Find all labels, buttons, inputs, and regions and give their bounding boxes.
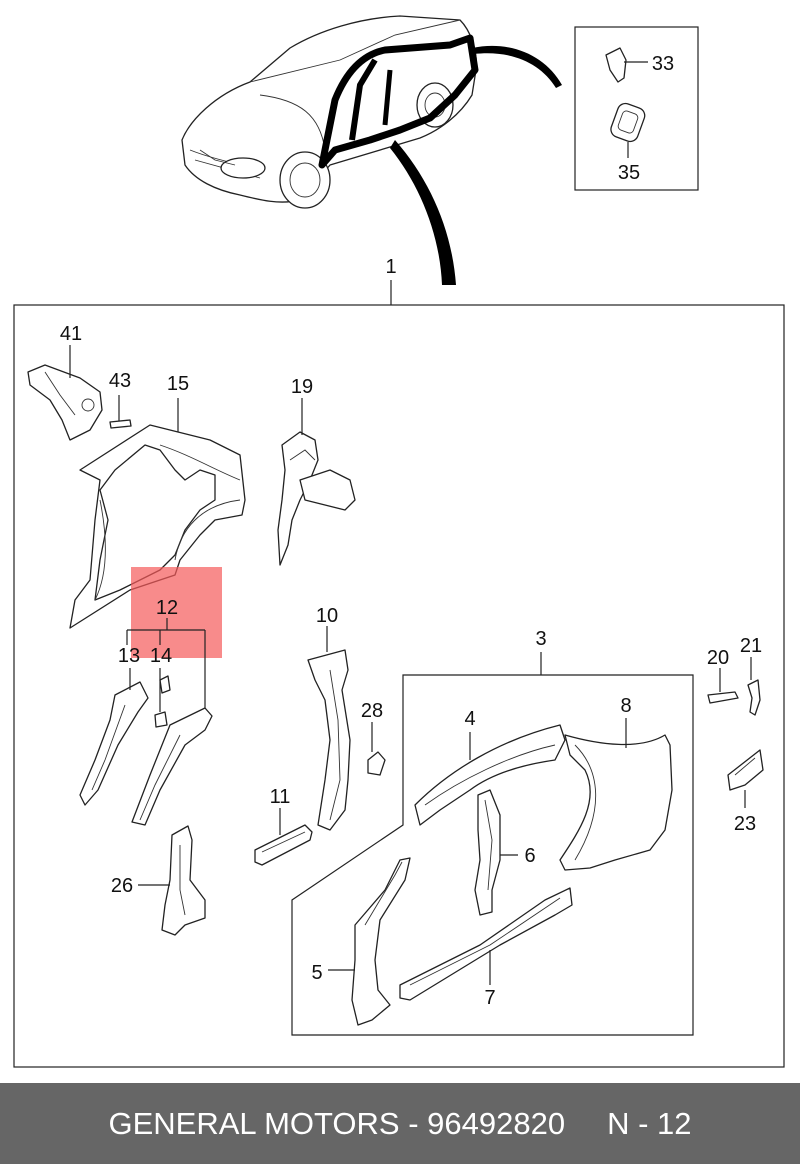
- part-21-shape: [747, 657, 761, 716]
- label-14: 14: [150, 645, 172, 667]
- label-8: 8: [620, 695, 631, 717]
- parts-diagram: 1 3 4 5 6 7 8 10 11 12 13 14 15 19 20 21…: [13, 15, 785, 1068]
- part-28-shape: [367, 722, 386, 776]
- part-10-shape: [307, 626, 351, 831]
- label-23: 23: [734, 813, 756, 835]
- part-12-bracket: [126, 618, 206, 708]
- label-3: 3: [535, 628, 546, 650]
- label-15: 15: [167, 373, 189, 395]
- label-41: 41: [60, 323, 82, 345]
- footer-bar: GENERAL MOTORS - 96492820 N - 12: [0, 1083, 800, 1164]
- swoosh-line-right: [472, 45, 562, 88]
- part-41-shape: [27, 345, 103, 441]
- label-1: 1: [385, 256, 396, 278]
- label-4: 4: [464, 708, 475, 730]
- label-10: 10: [316, 605, 338, 627]
- car-illustration: [181, 15, 479, 209]
- label-5: 5: [311, 962, 322, 984]
- part-6-shape: [474, 789, 518, 916]
- part-35-shape: [610, 102, 646, 143]
- highlight-box: [131, 567, 222, 658]
- label-13: 13: [118, 645, 140, 667]
- part-26-shape: [138, 825, 206, 936]
- part-43-shape: [109, 395, 132, 429]
- label-11: 11: [270, 786, 291, 808]
- part-8-shape: [559, 718, 673, 871]
- main-assembly-box: [13, 304, 785, 1068]
- label-7: 7: [484, 987, 495, 1009]
- swoosh-line-down: [390, 140, 456, 285]
- label-28: 28: [361, 700, 383, 722]
- label-12: 12: [156, 597, 178, 619]
- footer-maker-part-number: GENERAL MOTORS - 96492820: [108, 1105, 566, 1141]
- label-26: 26: [111, 875, 133, 897]
- part-14-shape: [154, 668, 171, 728]
- label-6: 6: [524, 845, 535, 867]
- part-15-shape: [69, 398, 246, 629]
- label-21: 21: [740, 635, 762, 657]
- part-11-shape: [254, 808, 313, 866]
- part-33-shape: [605, 47, 627, 83]
- label-35: 35: [618, 162, 640, 184]
- label-33: 33: [652, 53, 674, 75]
- part-5-shape: [328, 857, 411, 1026]
- part-4-shape: [414, 724, 566, 826]
- footer-page-code: N - 12: [607, 1105, 692, 1141]
- label-20: 20: [707, 647, 729, 669]
- part-13-shape: [79, 668, 149, 806]
- part-12-long-shape: [131, 707, 213, 826]
- part-19-shape: [277, 398, 356, 566]
- part-20-shape: [707, 668, 739, 704]
- part-7-shape: [399, 887, 573, 1001]
- label-43: 43: [109, 370, 131, 392]
- part-23-shape: [727, 749, 764, 808]
- inset-box-33-35: [574, 26, 699, 191]
- inner-box-3: [291, 674, 694, 1036]
- label-19: 19: [291, 376, 313, 398]
